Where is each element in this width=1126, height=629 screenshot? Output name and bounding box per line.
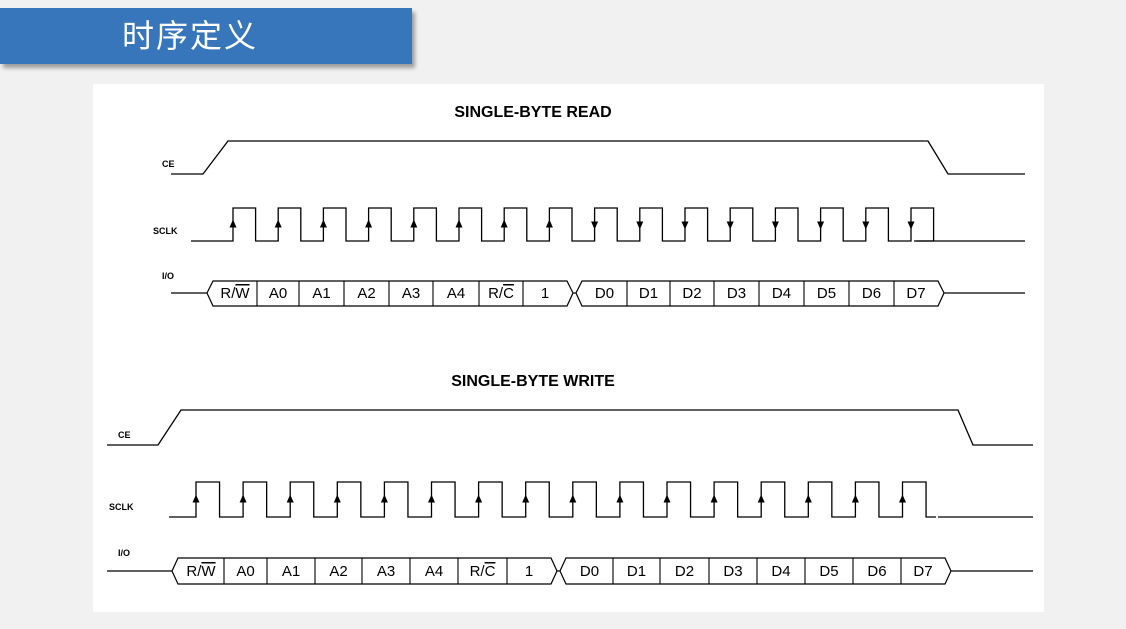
io-address-cell: R/W (186, 563, 216, 580)
clock-edge-arrow-down (907, 221, 915, 230)
io-data-cell: D2 (682, 285, 701, 302)
io-address-cell: A2 (357, 285, 375, 302)
io-address-bus-outline (171, 557, 558, 585)
io-data-cell: D3 (727, 285, 746, 302)
clock-edge-arrow-down (817, 221, 825, 230)
io-address-cell: R/C (488, 285, 514, 302)
io-address-cell: R/W (220, 285, 250, 302)
io-address-cell: A1 (312, 285, 330, 302)
clock-edge-arrow-up (286, 494, 294, 503)
io-address-cell: A0 (236, 563, 254, 580)
io-label: I/O (118, 548, 130, 558)
io-data-cell: D5 (817, 285, 836, 302)
clock-edge-arrow-up (428, 494, 435, 503)
clock-edge-arrow-up (804, 494, 812, 503)
clock-edge-arrow-up (365, 219, 373, 228)
clock-edge-arrow-down (591, 221, 599, 230)
clock-edge-arrow-down (771, 221, 779, 230)
clock-edge-arrow-up (333, 494, 341, 503)
io-data-bus-outline (575, 280, 945, 307)
io-address-cell: A2 (329, 563, 347, 580)
clock-edge-arrow-up (192, 494, 200, 503)
clock-edge-arrow-up (710, 494, 718, 503)
sclk-label: SCLK (153, 226, 178, 236)
clock-edge-arrow-up (380, 494, 388, 503)
page-title: 时序定义 (122, 17, 259, 55)
io-data-cell: D6 (867, 563, 886, 580)
io-data-cell: D2 (675, 563, 694, 580)
clock-edge-arrow-down (681, 221, 689, 230)
clock-edge-arrow-up (239, 494, 247, 503)
sclk-waveform (191, 207, 935, 242)
diagram-title: SINGLE-BYTE READ (454, 104, 611, 121)
clock-edge-arrow-up (500, 219, 508, 228)
clock-edge-arrow-up (851, 494, 859, 503)
io-address-cell: A1 (282, 563, 300, 580)
clock-edge-arrow-up (410, 219, 418, 228)
ce-label: CE (162, 159, 175, 169)
io-data-cell: D1 (627, 563, 646, 580)
io-data-cell: D6 (862, 285, 881, 302)
clock-edge-arrow-down (726, 221, 734, 230)
ce-waveform (171, 140, 1025, 175)
clock-edge-arrow-up (522, 494, 530, 503)
io-address-cell: A3 (377, 563, 395, 580)
clock-edge-arrow-up (319, 219, 327, 228)
io-address-cell: A3 (402, 285, 420, 302)
ce-label: CE (118, 430, 131, 440)
clock-edge-arrow-up (757, 494, 765, 503)
io-data-cell: D4 (771, 563, 790, 580)
clock-edge-arrow-up (569, 494, 577, 503)
io-address-bus-outline (206, 280, 574, 307)
io-address-cell: A0 (269, 285, 287, 302)
io-address-cell: A4 (425, 563, 443, 580)
clock-edge-arrow-up (663, 494, 671, 503)
io-address-cell: R/C (470, 563, 496, 580)
sclk-waveform (169, 481, 936, 518)
io-data-cell: D3 (723, 563, 742, 580)
clock-edge-arrow-up (475, 494, 483, 503)
io-data-cell: D0 (580, 563, 599, 580)
clock-edge-arrow-up (229, 219, 237, 228)
clock-edge-arrow-down (636, 221, 644, 230)
io-data-cell: D5 (819, 563, 838, 580)
io-label: I/O (162, 271, 174, 281)
clock-edge-arrow-up (545, 219, 553, 228)
io-address-cell: 1 (525, 563, 533, 580)
io-data-cell: D0 (595, 285, 614, 302)
io-address-cell: 1 (541, 285, 549, 302)
clock-edge-arrow-down (862, 221, 870, 230)
io-address-cell: A4 (447, 285, 465, 302)
io-data-cell: D1 (639, 285, 658, 302)
io-data-cell: D7 (913, 563, 932, 580)
clock-edge-arrow-up (274, 219, 282, 228)
io-data-cell: D4 (772, 285, 791, 302)
ce-waveform (107, 409, 1033, 446)
timing-diagram-write: SINGLE-BYTE WRITE CE SCLK I/O R/W A0 A1 A2 A3 A4 R… (107, 373, 1033, 585)
clock-edge-arrow-up (616, 494, 624, 503)
timing-diagram-read: SINGLE-BYTE READ CE SCLK I/O R/W A0 A1 A2 A3 A4 R/… (153, 104, 1025, 307)
diagram-title: SINGLE-BYTE WRITE (451, 373, 615, 390)
clock-edge-arrow-up (455, 219, 463, 228)
io-data-bus-outline (559, 557, 952, 585)
io-data-cell: D7 (906, 285, 925, 302)
title-banner: 时序定义 (0, 8, 412, 64)
clock-edge-arrow-up (899, 494, 906, 503)
sclk-label: SCLK (109, 502, 134, 512)
